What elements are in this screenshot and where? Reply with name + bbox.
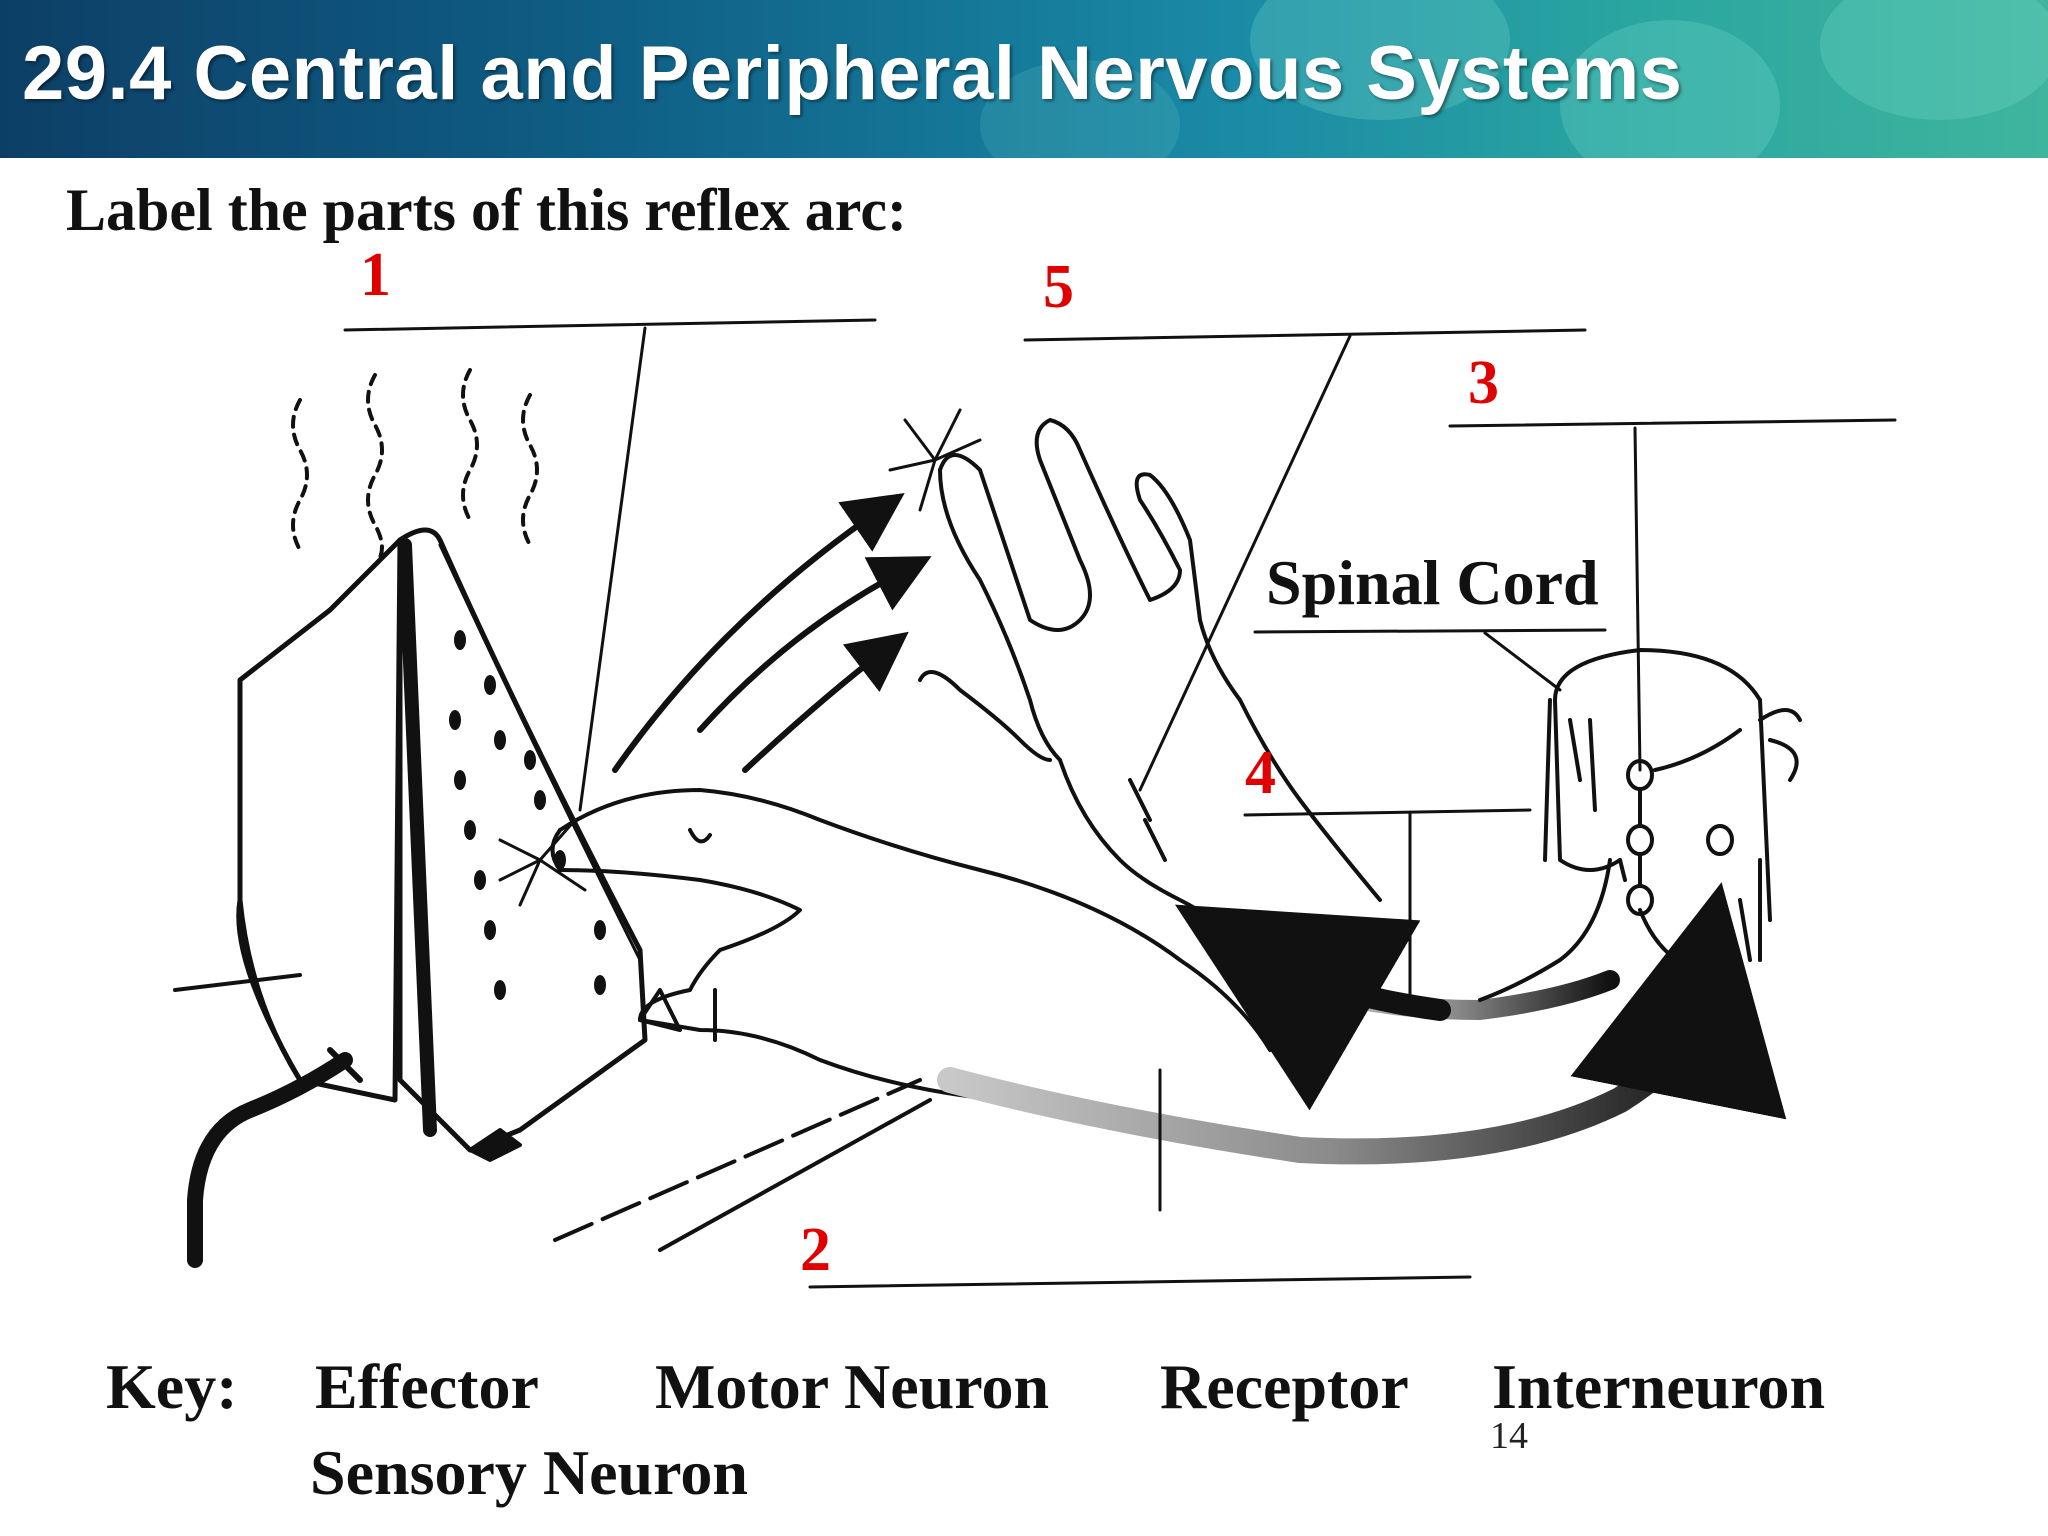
spinal-cord-label: Spinal Cord [1266, 547, 1599, 618]
key-term-effector: Effector [315, 1351, 539, 1422]
iron-drawing [236, 527, 648, 1162]
label-line-4 [1243, 808, 1532, 1012]
label-number-1: 1 [360, 241, 391, 309]
label-line-3 [1448, 418, 1897, 772]
sensory-nerve-fiber [937, 967, 1733, 1165]
label-number-2: 2 [800, 1216, 831, 1284]
key-term-motor-neuron: Motor Neuron [655, 1351, 1050, 1422]
background-cell-shape [980, 60, 1180, 158]
motion-arrow [697, 556, 932, 733]
pain-spark [498, 408, 982, 907]
motion-arrow [612, 493, 905, 773]
motor-arrow [1174, 904, 1451, 1111]
label-number-4: 4 [1245, 739, 1276, 807]
heat-wave [461, 368, 479, 522]
heat-wave [366, 373, 384, 567]
label-number-3: 3 [1468, 349, 1499, 417]
arm-touching-iron [550, 788, 1272, 1132]
label-line-1 [343, 318, 877, 812]
motion-arrow [742, 631, 909, 773]
label-line-2 [808, 1068, 1472, 1289]
instruction-text: Label the parts of this reflex arc: [66, 177, 907, 243]
title-bar: 29.4 Central and Peripheral Nervous Syst… [0, 0, 2048, 158]
spinal-cord-drawing [1543, 648, 1802, 962]
slide-page-number: 14 [1490, 1415, 1528, 1457]
label-line-5 [1023, 328, 1587, 792]
label-number-5: 5 [1043, 253, 1074, 321]
background-cell-shape [1560, 20, 1780, 158]
key-term-sensory-neuron: Sensory Neuron [310, 1437, 748, 1508]
slide-title: 29.4 Central and Peripheral Nervous Syst… [22, 31, 1683, 116]
key-label: Key: [106, 1351, 238, 1422]
heat-wave [521, 393, 539, 547]
key-term-receptor: Receptor [1160, 1351, 1409, 1422]
withdrawing-hand [918, 418, 1382, 962]
iron-cord [187, 1052, 353, 1268]
heat-wave [291, 398, 309, 552]
sensory-arrow [1570, 882, 1787, 1120]
key-term-interneuron: Interneuron [1492, 1351, 1826, 1422]
label-line-spinal-cord [1253, 628, 1607, 692]
background-cell-shape [1820, 0, 2048, 120]
